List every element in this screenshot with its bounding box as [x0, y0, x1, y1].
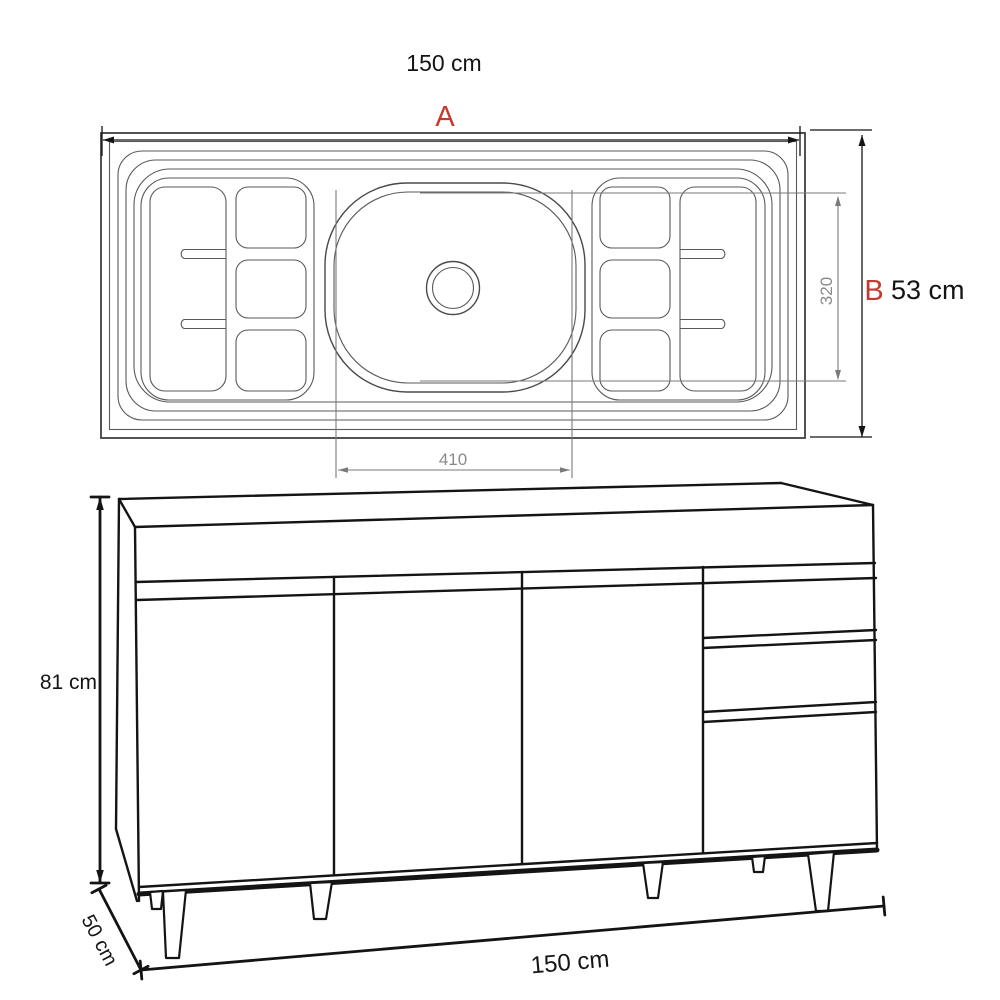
- dimension-height: [89, 495, 111, 885]
- dimension-sink-depth: [420, 192, 846, 382]
- cabinet-base-edge: [136, 847, 880, 897]
- dim-410-arrow-right: [560, 467, 570, 473]
- dim-a-arrow-left: [103, 136, 114, 144]
- dimension-b-depth: [810, 129, 872, 438]
- right-drainboard: [591, 177, 766, 401]
- cabinet-top-left-edge: [117, 497, 137, 529]
- cabinet-top-back-edge: [117, 481, 783, 501]
- countertop-width-label: 150 cm: [406, 50, 481, 76]
- dim-width-tick-left: [138, 959, 144, 981]
- leg-middle-left: [308, 880, 334, 921]
- cabinet-legs: [148, 850, 836, 960]
- leg-back-left: [148, 889, 165, 911]
- cabinet-top-rail-edge: [135, 576, 878, 602]
- countertop-depth-letter: B: [864, 275, 883, 307]
- dim-b-arrow-bottom: [858, 426, 866, 437]
- dim-height-arrow-bottom: [96, 870, 104, 883]
- leg-middle-right: [641, 860, 665, 900]
- drainboard-rib: [180, 248, 226, 260]
- dim-320-arrow-bottom: [835, 370, 841, 380]
- drainboard-rib: [180, 318, 226, 330]
- rim-contour-3: [133, 168, 773, 403]
- drain-hole-inner: [431, 266, 475, 310]
- dim-a-arrow-right: [788, 136, 799, 144]
- left-drainboard: [140, 177, 315, 401]
- drainboard-cell: [235, 329, 307, 392]
- dim-width-tick-right: [881, 895, 887, 917]
- drainboard-cell: [235, 259, 307, 319]
- dim-410-arrow-left: [338, 467, 348, 473]
- countertop-depth-label: 53 cm: [891, 275, 965, 305]
- countertop-outer-edge: [100, 132, 806, 439]
- cabinet-width-label: 150 cm: [530, 946, 611, 980]
- drainboard-cell: [235, 186, 307, 249]
- dimension-a-width: [101, 126, 801, 156]
- cabinet-slab-bottom-edge: [134, 561, 877, 584]
- leg-front-right: [806, 850, 836, 913]
- leg-front-left: [161, 888, 188, 960]
- cabinet-height-label: 81 cm: [40, 671, 97, 694]
- countertop-inner-edge: [108, 140, 798, 431]
- drawer-gap-1-top: [701, 628, 878, 640]
- cabinet-top-front-edge: [133, 503, 875, 529]
- cabinet-front-view: [114, 481, 880, 960]
- dimension-width: [138, 895, 887, 981]
- cabinet-front-right-edge: [871, 503, 879, 852]
- drain-hole-outer: [425, 260, 481, 316]
- drawer-gap-2-top: [701, 700, 878, 714]
- drawer-gap-1-bottom: [701, 638, 878, 650]
- drainboard-outline: [140, 177, 315, 401]
- rim-contour-2: [125, 159, 781, 412]
- rim-contour-1: [117, 150, 789, 421]
- countertop-width-letter: A: [435, 101, 455, 133]
- dim-depth-tick-top: [90, 883, 108, 895]
- sink-width-label: 410: [439, 450, 467, 469]
- countertop-top-view: [100, 132, 806, 439]
- cabinet-top-right-edge: [779, 481, 875, 507]
- drawer-gap-2-bottom: [701, 710, 878, 724]
- drainboard-tall-cell: [149, 186, 227, 392]
- leg-back-right: [750, 854, 767, 874]
- dim-depth-line: [97, 887, 143, 972]
- sink-depth-label: 320: [817, 277, 836, 305]
- cabinet-doors-bottom-edge: [137, 841, 879, 889]
- cabinet-front-left-edge: [133, 525, 141, 903]
- dimension-sink-width: [335, 190, 573, 478]
- dim-b-arrow-top: [858, 135, 866, 146]
- dim-height-arrow-top: [96, 497, 104, 510]
- cabinet-left-back-edge: [114, 497, 121, 831]
- dim-width-line: [139, 904, 886, 972]
- sink-bowl-outer: [324, 182, 586, 393]
- sink-bowl-inner: [333, 191, 577, 384]
- dim-320-arrow-top: [835, 196, 841, 206]
- sink-bowl: [324, 182, 586, 393]
- cabinet-left-bottom-edge: [114, 827, 139, 903]
